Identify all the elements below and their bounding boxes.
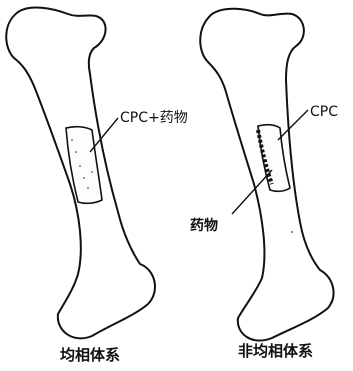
- right-implant: [258, 125, 290, 192]
- right-implant-shape: [258, 125, 290, 192]
- left-implant-leader: [90, 118, 118, 152]
- right-caption: 非均相体系: [238, 342, 313, 360]
- left-implant-label: CPC+药物: [120, 110, 188, 126]
- right-implant-leader: [278, 110, 308, 140]
- left-implant: [66, 127, 102, 204]
- left-implant-shape: [66, 127, 102, 204]
- right-implant-label: CPC: [310, 104, 338, 120]
- speck: [291, 231, 293, 233]
- left-caption: 均相体系: [60, 346, 120, 364]
- right-drug-label: 药物: [190, 217, 218, 234]
